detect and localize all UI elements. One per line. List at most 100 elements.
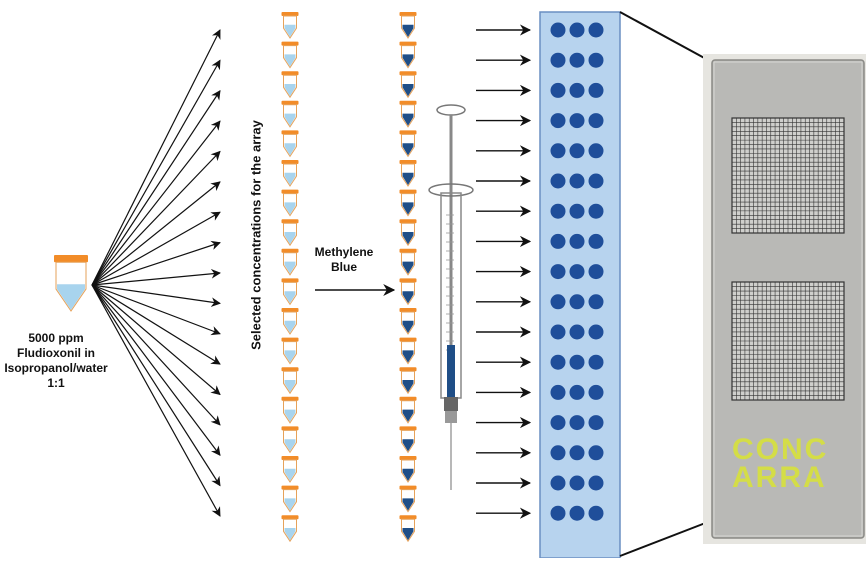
array-spot <box>569 113 585 129</box>
tube-liquid <box>402 172 414 185</box>
array-spot <box>550 445 566 461</box>
methylene-blue-label: Methylene Blue <box>304 245 384 275</box>
tube-cap <box>281 308 299 312</box>
tube-cap <box>399 71 417 76</box>
tube-cap <box>399 41 417 46</box>
tube-liquid <box>402 143 414 156</box>
source-solution-label: 5000 ppm Fludioxonil in Isopropanol/wate… <box>0 331 112 391</box>
array-spot <box>550 113 566 129</box>
tube-cap <box>281 12 299 16</box>
tube-liquid <box>402 439 414 452</box>
tube-liquid <box>284 528 296 541</box>
array-spot <box>569 324 585 340</box>
array-spot <box>569 415 585 431</box>
array-spot <box>569 505 585 521</box>
zoom-line-top <box>619 11 709 61</box>
array-spot <box>550 384 566 400</box>
dilution-arrow <box>91 284 221 396</box>
tube-cap <box>281 160 299 164</box>
slide-handwriting: CONC ARRA <box>732 433 829 493</box>
tube-liquid <box>284 498 296 511</box>
tube-cap <box>281 219 299 224</box>
array-spot <box>550 82 566 98</box>
tube-cap <box>399 12 417 16</box>
dilution-arrow <box>91 240 221 286</box>
array-spot <box>569 82 585 98</box>
dilution-arrow <box>91 120 221 286</box>
tube-cap <box>399 219 417 224</box>
tube-cap <box>399 515 417 520</box>
array-spot <box>569 143 585 159</box>
dilution-arrow <box>91 59 221 286</box>
tube-cap <box>399 396 417 401</box>
tube-cap <box>399 485 417 490</box>
array-spot <box>550 475 566 491</box>
array-spot <box>588 505 604 521</box>
tube-cap <box>281 189 299 194</box>
tube-cap <box>281 71 299 76</box>
tube-liquid <box>402 261 414 274</box>
array-spot <box>588 324 604 340</box>
array-spot <box>550 294 566 310</box>
array-spot <box>550 324 566 340</box>
tube-cap <box>281 278 299 283</box>
array-spot <box>550 233 566 249</box>
array-spot <box>588 475 604 491</box>
tube-liquid <box>284 468 296 481</box>
syringe-plunger-cap <box>436 104 466 116</box>
tube-liquid <box>284 84 296 97</box>
array-spot <box>569 22 585 38</box>
array-spot <box>569 203 585 219</box>
array-spot <box>588 445 604 461</box>
tube-liquid <box>284 143 296 156</box>
array-spot <box>588 384 604 400</box>
dilution-arrows <box>91 29 221 517</box>
tube-liquid <box>402 498 414 511</box>
tube-liquid <box>402 54 414 67</box>
tube-liquid <box>402 84 414 97</box>
tube-liquid <box>402 320 414 333</box>
tube-cap <box>54 255 88 263</box>
array-spot <box>550 505 566 521</box>
array-spot <box>588 82 604 98</box>
tube-liquid <box>284 380 296 393</box>
array-spot <box>588 203 604 219</box>
tube-liquid <box>284 24 296 37</box>
reagent-label-line-2: Blue <box>330 260 357 274</box>
array-spot <box>588 233 604 249</box>
array-spot <box>569 294 585 310</box>
slide-edge <box>713 61 863 537</box>
tube-cap <box>281 248 299 253</box>
tube-liquid <box>402 468 414 481</box>
array-spot <box>550 203 566 219</box>
tube-liquid <box>284 350 296 363</box>
dilution-arrow <box>91 284 221 487</box>
dilution-arrow <box>91 150 221 286</box>
source-tube-icon <box>54 255 88 312</box>
tube-liquid <box>284 54 296 67</box>
tube-cap <box>399 308 417 312</box>
tube-cap <box>399 130 417 135</box>
array-spot <box>588 354 604 370</box>
dilution-arrow <box>91 29 221 286</box>
array-spot <box>569 173 585 189</box>
tube-cap <box>399 160 417 164</box>
array-spot <box>569 233 585 249</box>
handwriting-line-1: CONC <box>732 433 829 466</box>
syringe-plunger-tip <box>444 397 458 411</box>
array-spot <box>569 264 585 280</box>
tube-cap <box>399 456 417 460</box>
tube-cap <box>399 100 417 105</box>
array-spot <box>588 173 604 189</box>
dilution-arrow <box>91 181 221 286</box>
zoom-line-bottom <box>619 521 709 557</box>
tube-liquid <box>402 24 414 37</box>
dilution-arrow <box>91 269 221 286</box>
tube-liquid <box>284 172 296 185</box>
tube-liquid <box>402 202 414 215</box>
tube-cap <box>281 515 299 520</box>
array-spot <box>588 264 604 280</box>
tube-liquid <box>284 261 296 274</box>
tube-liquid <box>402 409 414 422</box>
syringe-icon <box>428 104 474 490</box>
